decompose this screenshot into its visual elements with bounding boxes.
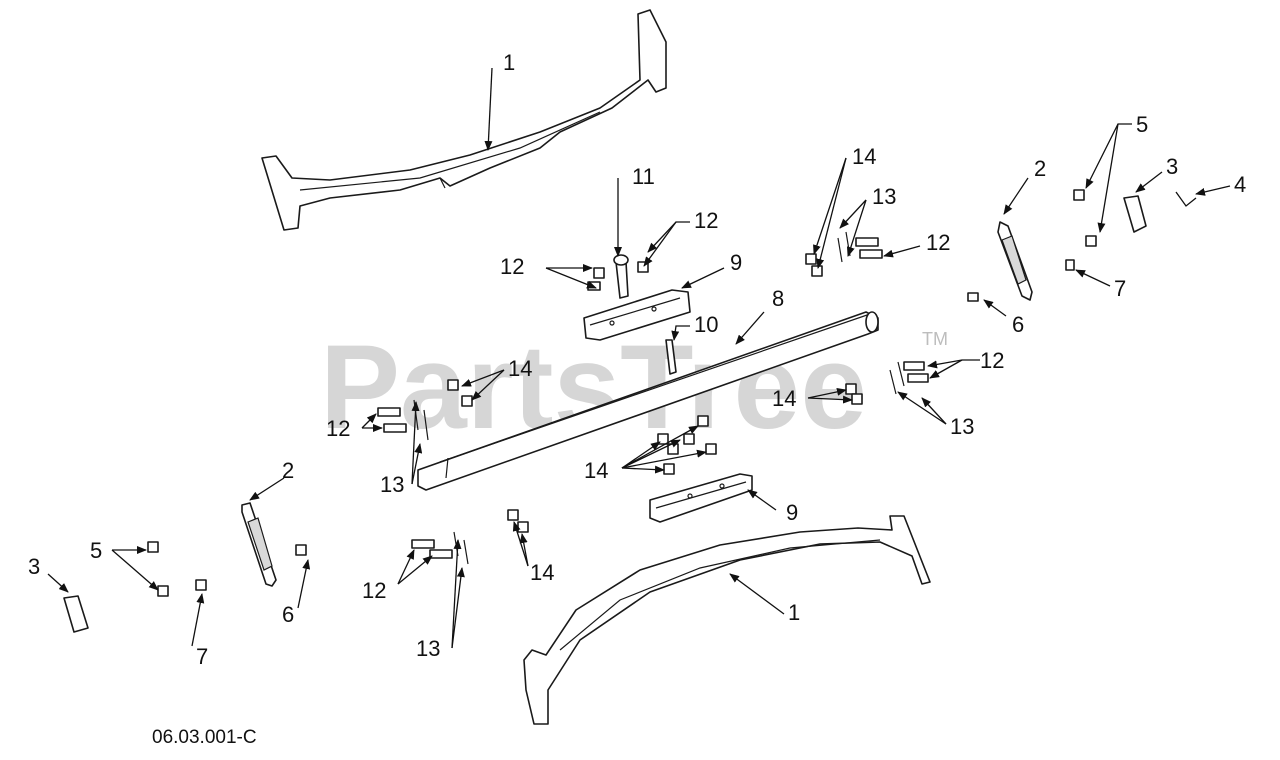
callout-14-mid-right: 14 xyxy=(772,386,796,411)
diagram-reference-code: 06.03.001-C xyxy=(152,727,257,748)
callout-6-right: 6 xyxy=(1012,312,1024,337)
part-2-right-plate xyxy=(997,221,1033,301)
part-9-bottom-bracket xyxy=(649,473,753,523)
part-1-bottom-skid xyxy=(523,515,931,725)
callout-6-left: 6 xyxy=(282,602,294,627)
callout-12-top-right: 12 xyxy=(926,230,950,255)
callout-3-right: 3 xyxy=(1166,154,1178,179)
callout-13-bottom: 13 xyxy=(416,636,440,661)
callout-11: 11 xyxy=(632,164,655,189)
part-5-left-bolts xyxy=(147,541,169,597)
callout-2-left: 2 xyxy=(282,458,294,483)
callout-9-bottom: 9 xyxy=(786,500,798,525)
callout-5-right: 5 xyxy=(1136,112,1148,137)
callout-13-left: 13 xyxy=(380,472,404,497)
part-8-tube xyxy=(417,311,879,491)
part-12-bolts xyxy=(377,237,929,559)
part-1-top-skid xyxy=(261,9,667,231)
part-9-top-bracket xyxy=(583,289,691,341)
callout-12-mid-right: 12 xyxy=(980,348,1004,373)
leader-lines xyxy=(47,67,1231,649)
callout-5-left: 5 xyxy=(90,538,102,563)
callout-2-right: 2 xyxy=(1034,156,1046,181)
callout-12-top-mid: 12 xyxy=(694,208,718,233)
part-11-bolt xyxy=(613,254,629,299)
callout-12-top-left: 12 xyxy=(500,254,524,279)
callout-14-top-right: 14 xyxy=(852,144,876,169)
callout-14-bottom: 14 xyxy=(530,560,554,585)
callout-13-top-right: 13 xyxy=(872,184,896,209)
callout-4: 4 xyxy=(1234,172,1246,197)
part-10-pin xyxy=(665,339,677,375)
callout-8: 8 xyxy=(772,286,784,311)
callout-1-top: 1 xyxy=(503,50,515,75)
part-14-nuts xyxy=(447,253,863,533)
callout-14-center: 14 xyxy=(584,458,608,483)
callout-13-mid-right: 13 xyxy=(950,414,974,439)
part-7-right-fastener xyxy=(1065,259,1075,271)
part-5-right-bolts xyxy=(1073,189,1097,247)
callout-9-top: 9 xyxy=(730,250,742,275)
callout-10: 10 xyxy=(694,312,718,337)
part-7-left-fastener xyxy=(195,579,207,591)
part-3-right-cap xyxy=(1123,195,1147,233)
part-3-left-cap xyxy=(63,595,89,633)
callout-3-left: 3 xyxy=(28,554,40,579)
callout-1-bottom: 1 xyxy=(788,600,800,625)
callout-7-right: 7 xyxy=(1114,276,1126,301)
part-6-right-fastener xyxy=(967,292,979,302)
callout-12-bottom: 12 xyxy=(362,578,386,603)
callout-labels: 1 1 2 2 3 3 4 5 5 6 6 7 7 8 9 9 10 11 12… xyxy=(28,50,1246,669)
watermark-trademark: TM xyxy=(922,329,948,349)
part-6-left-fastener xyxy=(295,544,307,556)
part-2-left-plate xyxy=(241,502,277,587)
part-4-clip xyxy=(1175,191,1197,207)
callout-12-left: 12 xyxy=(326,416,350,441)
callout-7-left: 7 xyxy=(196,644,208,669)
callout-14-mid-left: 14 xyxy=(508,356,532,381)
